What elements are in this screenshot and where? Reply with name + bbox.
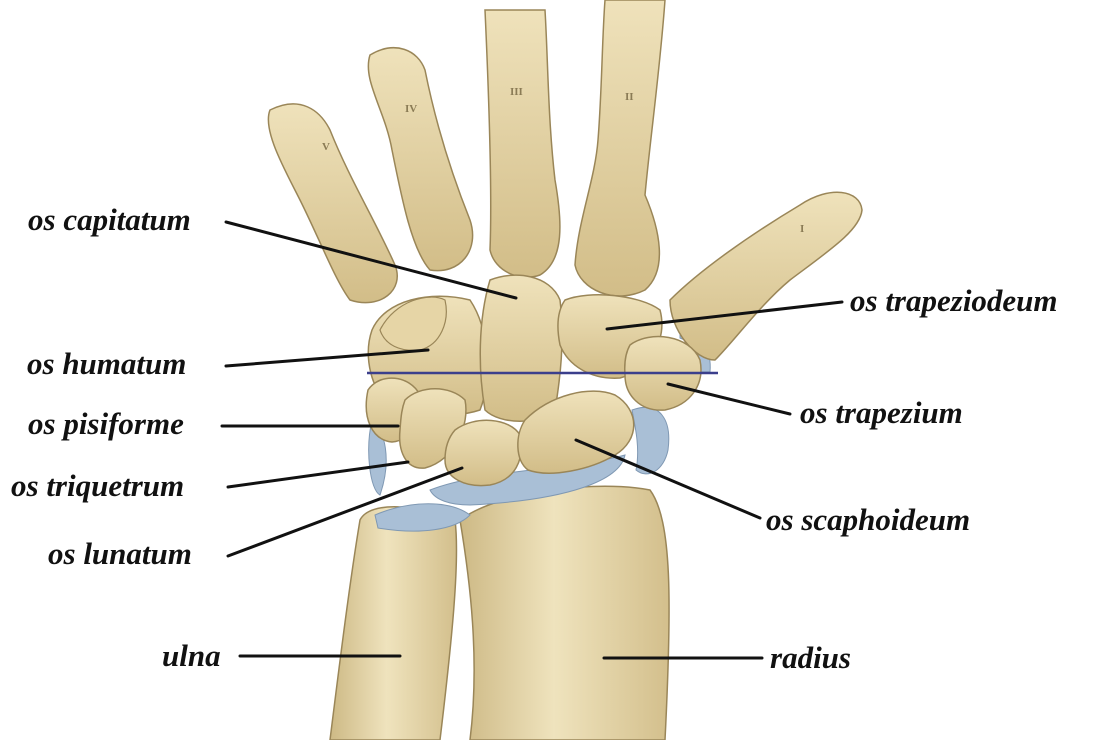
capitate-bone bbox=[480, 275, 562, 421]
numeral-iv: IV bbox=[405, 103, 417, 115]
lunate-bone bbox=[445, 420, 521, 485]
numeral-ii: II bbox=[625, 91, 634, 103]
label-os-scaphoideum: os scaphoideum bbox=[766, 504, 970, 535]
lateral-ligament bbox=[632, 407, 669, 474]
metacarpal-iii bbox=[485, 10, 560, 277]
label-radius: radius bbox=[770, 642, 851, 673]
metacarpal-i bbox=[670, 192, 862, 360]
label-os-pisiforme: os pisiforme bbox=[28, 408, 184, 439]
numeral-iii: III bbox=[510, 86, 523, 98]
metacarpal-iv bbox=[368, 48, 472, 271]
label-os-trapeziodeum: os trapeziodeum bbox=[850, 285, 1058, 316]
label-os-trapezium: os trapezium bbox=[800, 397, 963, 428]
label-os-lunatum: os lunatum bbox=[48, 538, 192, 569]
label-os-humatum: os humatum bbox=[27, 348, 186, 379]
metacarpal-v bbox=[268, 104, 397, 303]
label-os-triquetrum: os triquetrum bbox=[11, 470, 184, 501]
numeral-v: V bbox=[322, 141, 330, 153]
ulna-bone bbox=[330, 507, 457, 740]
metacarpal-ii bbox=[575, 0, 665, 296]
label-ulna: ulna bbox=[162, 640, 221, 671]
radius-bone bbox=[460, 486, 669, 740]
numeral-i: I bbox=[800, 223, 804, 235]
label-os-capitatum: os capitatum bbox=[28, 204, 191, 235]
